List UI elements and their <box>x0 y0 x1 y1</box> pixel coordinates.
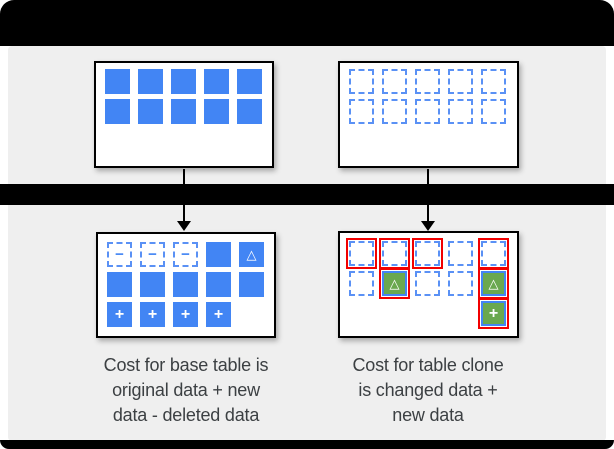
cell-dashed <box>382 99 407 124</box>
table-clone-before-box <box>338 61 519 168</box>
cell-dashed-red <box>412 238 443 269</box>
base-table-cost-caption: Cost for base table is original data + n… <box>80 353 292 428</box>
cell-solid <box>239 272 264 297</box>
left-arrow-down-icon <box>177 221 191 231</box>
caption-line: data - deleted data <box>112 405 260 425</box>
right-arrow-down-icon <box>421 221 435 231</box>
table-clone-after-box: △ △ + <box>338 231 519 338</box>
bottom-bar <box>0 440 614 449</box>
cell-solid-plus: + <box>206 302 231 327</box>
plus-icon: + <box>488 304 499 322</box>
table-clone-cost-caption: Cost for table clone is changed data + n… <box>322 353 534 428</box>
cell-solid <box>173 272 198 297</box>
cell-dashed <box>415 99 440 124</box>
cell-dashed-red <box>379 238 410 269</box>
caption-line: Cost for table clone <box>352 355 504 375</box>
cell-dashed <box>415 271 440 296</box>
cell-solid <box>171 69 196 94</box>
cell-solid-plus: + <box>140 302 165 327</box>
cell-solid <box>105 69 130 94</box>
cell-solid <box>237 99 262 124</box>
cell-solid <box>138 69 163 94</box>
cell-solid <box>138 99 163 124</box>
caption-line: original data + new <box>112 380 260 400</box>
cell-dashed <box>415 69 440 94</box>
cell-dashed <box>448 69 473 94</box>
cell-solid-plus: + <box>107 302 132 327</box>
cell-solid <box>171 99 196 124</box>
cell-solid <box>140 272 165 297</box>
table-clone-after-grid: △ △ + <box>340 233 517 334</box>
table-clone-before-grid <box>340 63 517 130</box>
triangle-icon: △ <box>389 276 400 291</box>
top-bar <box>0 0 614 46</box>
cell-dashed <box>349 271 374 296</box>
plus-icon: + <box>213 305 224 323</box>
triangle-icon: △ <box>246 247 257 262</box>
plus-icon: + <box>114 305 125 323</box>
cell-green-triangle: △ <box>379 268 410 299</box>
base-table-before-grid <box>96 63 272 130</box>
cell-solid <box>107 272 132 297</box>
plus-icon: + <box>180 305 191 323</box>
cell-dashed <box>448 99 473 124</box>
caption-line: new data <box>392 405 464 425</box>
cell-dashed <box>382 69 407 94</box>
minus-icon: − <box>181 246 190 263</box>
caption-line: is changed data + <box>358 380 498 400</box>
cell-green-triangle: △ <box>478 268 509 299</box>
cell-solid <box>204 69 229 94</box>
caption-line: Cost for base table is <box>103 355 269 375</box>
middle-divider-bar <box>0 184 614 205</box>
cell-solid <box>206 272 231 297</box>
cell-green-plus: + <box>478 298 509 329</box>
cell-solid-triangle: △ <box>239 242 264 267</box>
cell-solid-plus: + <box>173 302 198 327</box>
left-arrow-line <box>183 169 185 222</box>
cell-dashed <box>481 99 506 124</box>
base-table-after-grid: − − − △ + + + + <box>98 234 274 335</box>
cell-dashed <box>481 69 506 94</box>
cell-dashed-minus: − <box>173 242 198 267</box>
cell-dashed <box>349 99 374 124</box>
cell-solid <box>237 69 262 94</box>
cell-solid <box>204 99 229 124</box>
cell-dashed-minus: − <box>140 242 165 267</box>
base-table-after-box: − − − △ + + + + <box>96 232 276 338</box>
minus-icon: − <box>115 246 124 263</box>
cell-dashed <box>448 271 473 296</box>
triangle-icon: △ <box>488 276 499 291</box>
cell-dashed-red <box>478 238 509 269</box>
cell-dashed-minus: − <box>107 242 132 267</box>
cell-dashed <box>448 241 473 266</box>
cell-solid <box>105 99 130 124</box>
cell-dashed <box>349 69 374 94</box>
plus-icon: + <box>147 305 158 323</box>
minus-icon: − <box>148 246 157 263</box>
right-arrow-line <box>427 169 429 222</box>
cell-solid <box>206 242 231 267</box>
base-table-before-box <box>94 61 274 168</box>
cell-dashed-red <box>346 238 377 269</box>
